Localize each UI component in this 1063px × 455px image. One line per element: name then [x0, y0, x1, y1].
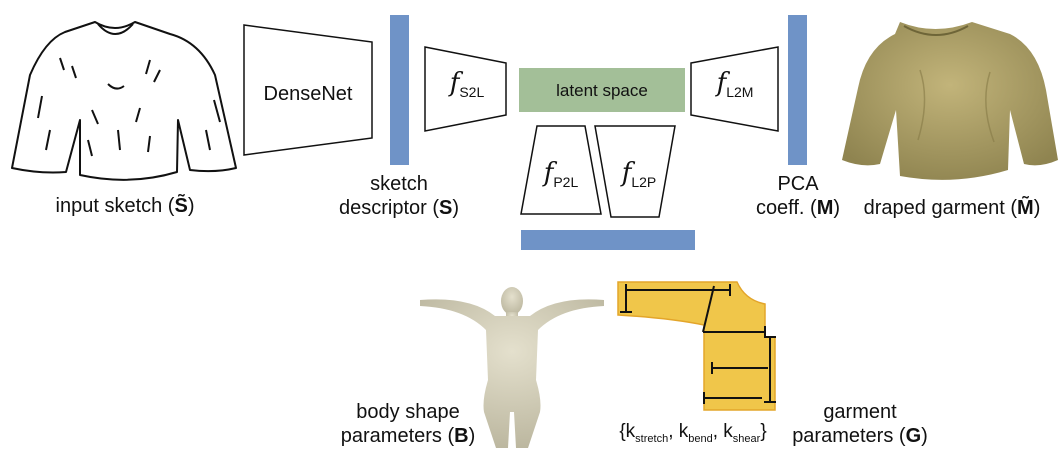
pca-coeff-bar	[788, 15, 807, 165]
parameter-bar	[521, 230, 695, 250]
body-shape-image	[420, 287, 604, 448]
draped-garment-image	[842, 22, 1058, 180]
sketch-descriptor-bar	[390, 15, 409, 165]
sewing-pattern-image	[617, 281, 776, 411]
latent-space-box	[519, 68, 685, 112]
f-p2l-block	[520, 125, 602, 215]
f-l2p-label: fL2P	[621, 158, 657, 191]
densenet-encoder	[243, 24, 373, 156]
latent-space-label: latent space	[556, 81, 648, 100]
f-p2l-label: fP2L	[543, 158, 579, 191]
f-l2m-block	[690, 46, 779, 132]
f-l2m-label: fL2M	[716, 68, 754, 101]
f-l2p-block	[594, 125, 676, 218]
input-sketch-label: input sketch (S̃)	[55, 195, 195, 217]
densenet-label: DenseNet	[263, 83, 353, 105]
input-sketch-image	[11, 21, 237, 181]
draped-garment-label: draped garment (M̃)	[863, 197, 1041, 219]
stiffness-set-label: {kstretch, kbend, kshear}	[619, 421, 767, 445]
f-s2l-block	[424, 46, 507, 132]
f-s2l-label: fS2L	[449, 68, 485, 101]
